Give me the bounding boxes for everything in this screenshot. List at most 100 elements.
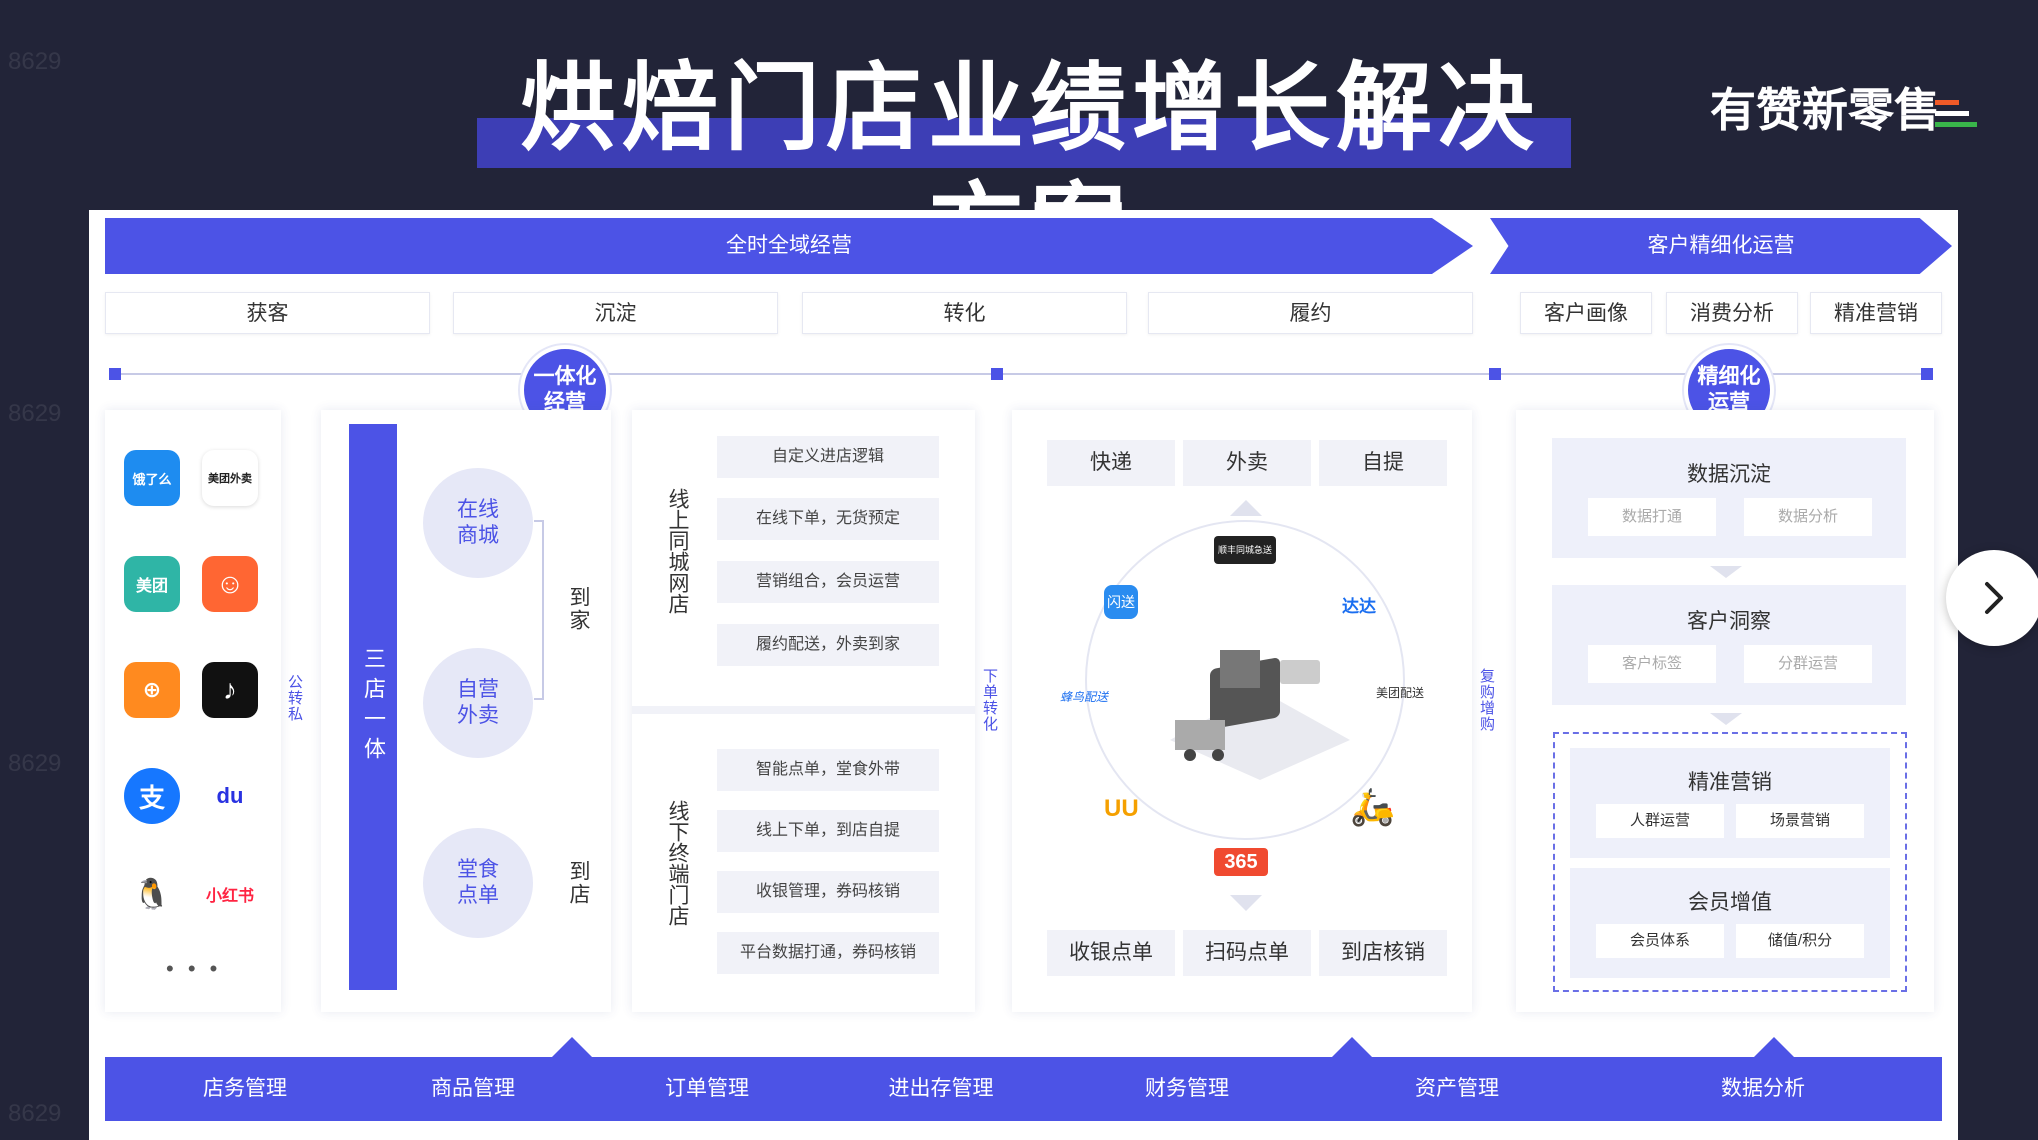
feature-item: 智能点单，堂食外带 (717, 749, 939, 791)
bottom-notch (552, 1037, 592, 1057)
ops-item: 会员体系 (1596, 924, 1724, 958)
flow-node (991, 368, 1003, 380)
tab-scan-order: 扫码点单 (1183, 930, 1311, 976)
bottom-notch (1332, 1037, 1372, 1057)
watermark: 8629 (8, 400, 62, 427)
menu-order-management[interactable]: 订单管理 (665, 1077, 749, 1100)
ops-item: 数据分析 (1744, 498, 1872, 536)
365-logo: 365 (1214, 848, 1268, 876)
ops-item: 人群运营 (1596, 804, 1724, 838)
ops-dashed-box (1553, 732, 1907, 992)
bubble-own-delivery: 自营 外卖 (423, 648, 533, 758)
ops-member-block (1570, 868, 1890, 978)
title-highlight-band (477, 118, 1571, 168)
down-arrow-icon (1710, 713, 1742, 725)
page-title: 烘焙门店业绩增长解决方案 (520, 52, 1540, 284)
label-online-store: 线上同城网店 (666, 488, 689, 614)
bubble-online-mall: 在线 商城 (423, 468, 533, 578)
stage-consumption-analysis: 消费分析 (1666, 292, 1798, 334)
flow-node (1921, 368, 1933, 380)
xiaohongshu-icon: 小红书 (202, 866, 258, 922)
ops-title: 会员增值 (1688, 891, 1772, 914)
stage-customer-profile: 客户画像 (1520, 292, 1652, 334)
flow-node (1489, 368, 1501, 380)
douyin-icon: ♪ (202, 662, 258, 718)
feature-item: 线上下单，到店自提 (717, 810, 939, 852)
chevron-right-icon (1985, 582, 2003, 614)
feature-item: 收银管理，券码核销 (717, 871, 939, 913)
fengniao-logo: 蜂鸟配送 (1060, 690, 1109, 704)
stage-convert: 转化 (802, 292, 1127, 334)
eleme-icon: 饿了么 (124, 450, 180, 506)
banner-customer-ops: 客户精细化运营 (1490, 218, 1952, 274)
flow-node (109, 368, 121, 380)
alipay-icon: 支 (124, 768, 180, 824)
uu-logo: UU (1104, 795, 1139, 822)
rider-icon: 🛵 (1350, 786, 1395, 827)
meituan-delivery-logo: 美团配送 (1376, 686, 1425, 700)
menu-inventory-management[interactable]: 进出存管理 (888, 1077, 994, 1100)
down-arrow-icon (1230, 895, 1262, 911)
dada-logo: 达达 (1342, 597, 1376, 616)
menu-data-analysis[interactable]: 数据分析 (1721, 1077, 1805, 1100)
brand-logo-icon (1935, 100, 1977, 132)
banner-omnichannel: 全时全域经营 (105, 218, 1473, 274)
label-offline-store: 线下终端门店 (666, 800, 689, 926)
dianping-icon: ☺ (202, 556, 258, 612)
ops-title: 客户洞察 (1687, 610, 1771, 633)
bottom-notch (1754, 1037, 1794, 1057)
flow-line (115, 373, 1927, 375)
label-repurchase: 复购增购 (1478, 668, 1495, 732)
tab-cashier-order: 收银点单 (1047, 930, 1175, 976)
qq-icon: 🐧 (124, 866, 180, 922)
feature-item: 履约配送，外卖到家 (717, 624, 939, 666)
label-to-store: 到店 (567, 860, 590, 906)
brand-logo-text: 有赞新零售 (1710, 83, 1940, 137)
feature-item: 自定义进店逻辑 (717, 436, 939, 478)
feature-item: 营销组合，会员运营 (717, 561, 939, 603)
up-arrow-icon (1230, 500, 1262, 516)
sf-express-logo: 顺丰同城急送 (1214, 536, 1276, 564)
shansong-logo: 闪送 (1104, 585, 1138, 619)
next-slide-button[interactable] (1946, 550, 2038, 646)
three-store-bar: 三店一体 (349, 424, 397, 990)
delivery-ring (1085, 520, 1405, 840)
baidu-icon: du (202, 768, 258, 824)
label-order-conversion: 下单转化 (981, 668, 998, 732)
bottom-menu-bar (105, 1057, 1942, 1121)
store-divider (632, 706, 975, 714)
stage-retain: 沉淀 (453, 292, 778, 334)
label-public-to-private: 公转私 (286, 674, 303, 722)
ops-title: 数据沉淀 (1687, 463, 1771, 486)
bracket-to-home (534, 520, 544, 700)
koubei-icon: ⊕ (124, 662, 180, 718)
ops-marketing-block (1570, 748, 1890, 858)
watermark: 8629 (8, 750, 62, 777)
ops-item: 分群运营 (1744, 645, 1872, 683)
menu-product-management[interactable]: 商品管理 (431, 1077, 515, 1100)
stage-precise-marketing: 精准营销 (1810, 292, 1942, 334)
feature-item: 平台数据打通，券码核销 (717, 932, 939, 974)
tab-pickup: 自提 (1319, 440, 1447, 486)
ops-item: 储值/积分 (1736, 924, 1864, 958)
tab-express: 快递 (1047, 440, 1175, 486)
stage-fulfil: 履约 (1148, 292, 1473, 334)
meituan-icon: 美团 (124, 556, 180, 612)
ops-item: 数据打通 (1588, 498, 1716, 536)
feature-item: 在线下单，无货预定 (717, 498, 939, 540)
commerce-illustration (1170, 650, 1350, 780)
tab-delivery: 外卖 (1183, 440, 1311, 486)
bubble-dine-in: 堂食 点单 (423, 828, 533, 938)
ops-title: 精准营销 (1688, 771, 1772, 794)
watermark: 8629 (8, 1100, 62, 1127)
watermark: 8629 (8, 48, 62, 75)
menu-finance-management[interactable]: 财务管理 (1145, 1077, 1229, 1100)
menu-store-management[interactable]: 店务管理 (203, 1077, 287, 1100)
down-arrow-icon (1710, 566, 1742, 578)
ops-item: 场景营销 (1736, 804, 1864, 838)
menu-asset-management[interactable]: 资产管理 (1415, 1077, 1499, 1100)
meituan-waimai-icon: 美团外卖 (202, 450, 258, 506)
label-to-home: 到家 (567, 586, 590, 632)
stage-acquire: 获客 (105, 292, 430, 334)
tab-store-verify: 到店核销 (1319, 930, 1447, 976)
